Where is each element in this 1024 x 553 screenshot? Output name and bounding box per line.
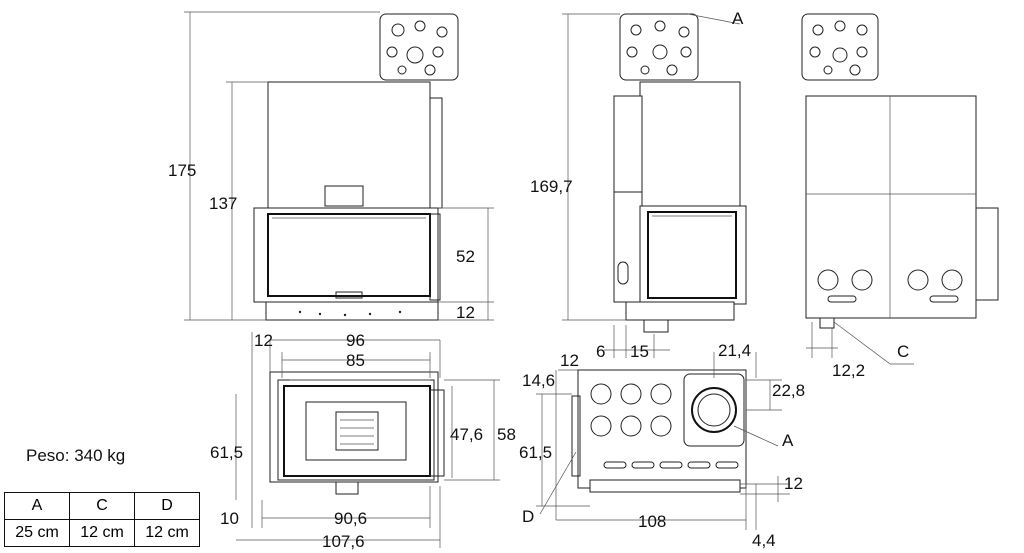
dim-169-7: 169,7	[530, 177, 573, 196]
dim-12-top: 12	[254, 331, 273, 350]
table-header-row: A C D	[4, 492, 200, 520]
dim-108: 108	[638, 512, 666, 531]
dim-61-5-top: 61,5	[210, 443, 243, 462]
dim-58: 58	[497, 425, 516, 444]
table-value-c: 12 cm	[69, 519, 135, 547]
plan-view	[536, 352, 790, 530]
dim-10: 10	[220, 509, 239, 528]
dim-15: 15	[630, 342, 649, 361]
label-a-plan: A	[782, 431, 794, 450]
dim-90-6: 90,6	[334, 509, 367, 528]
table-value-d: 12 cm	[134, 519, 200, 547]
table-header-a: A	[4, 492, 70, 520]
label-c: C	[897, 342, 909, 361]
dim-12-plan-b: 12	[784, 474, 803, 493]
dim-21-4: 21,4	[718, 341, 751, 360]
table-header-d: D	[134, 492, 200, 520]
dim-14-6: 14,6	[522, 371, 555, 390]
dim-12-plan: 12	[560, 351, 579, 370]
table-value-a: 25 cm	[4, 519, 70, 547]
dim-12-front: 12	[456, 303, 475, 322]
label-a-top: A	[732, 9, 744, 28]
dim-52: 52	[456, 247, 475, 266]
dim-12-2: 12,2	[832, 361, 865, 380]
label-d: D	[522, 507, 534, 526]
table-row: 25 cm 12 cm 12 cm	[4, 519, 200, 547]
dim-6: 6	[596, 342, 605, 361]
dim-61-5-plan: 61,5	[519, 443, 552, 462]
dim-137: 137	[209, 194, 237, 213]
weight-label: Peso: 340 kg	[26, 446, 126, 465]
dim-96: 96	[346, 331, 365, 350]
top-view	[235, 332, 500, 548]
back-view	[801, 13, 999, 365]
dim-4-4: 4,4	[752, 531, 776, 550]
table-header-c: C	[69, 492, 135, 520]
spec-table: A C D 25 cm 12 cm 12 cm	[4, 492, 200, 547]
dim-107-6: 107,6	[322, 532, 365, 551]
dim-22-8: 22,8	[772, 381, 805, 400]
dim-85: 85	[346, 351, 365, 370]
dim-175: 175	[168, 161, 196, 180]
side-view	[562, 13, 747, 358]
dim-47-6: 47,6	[450, 425, 483, 444]
front-view	[184, 11, 494, 321]
